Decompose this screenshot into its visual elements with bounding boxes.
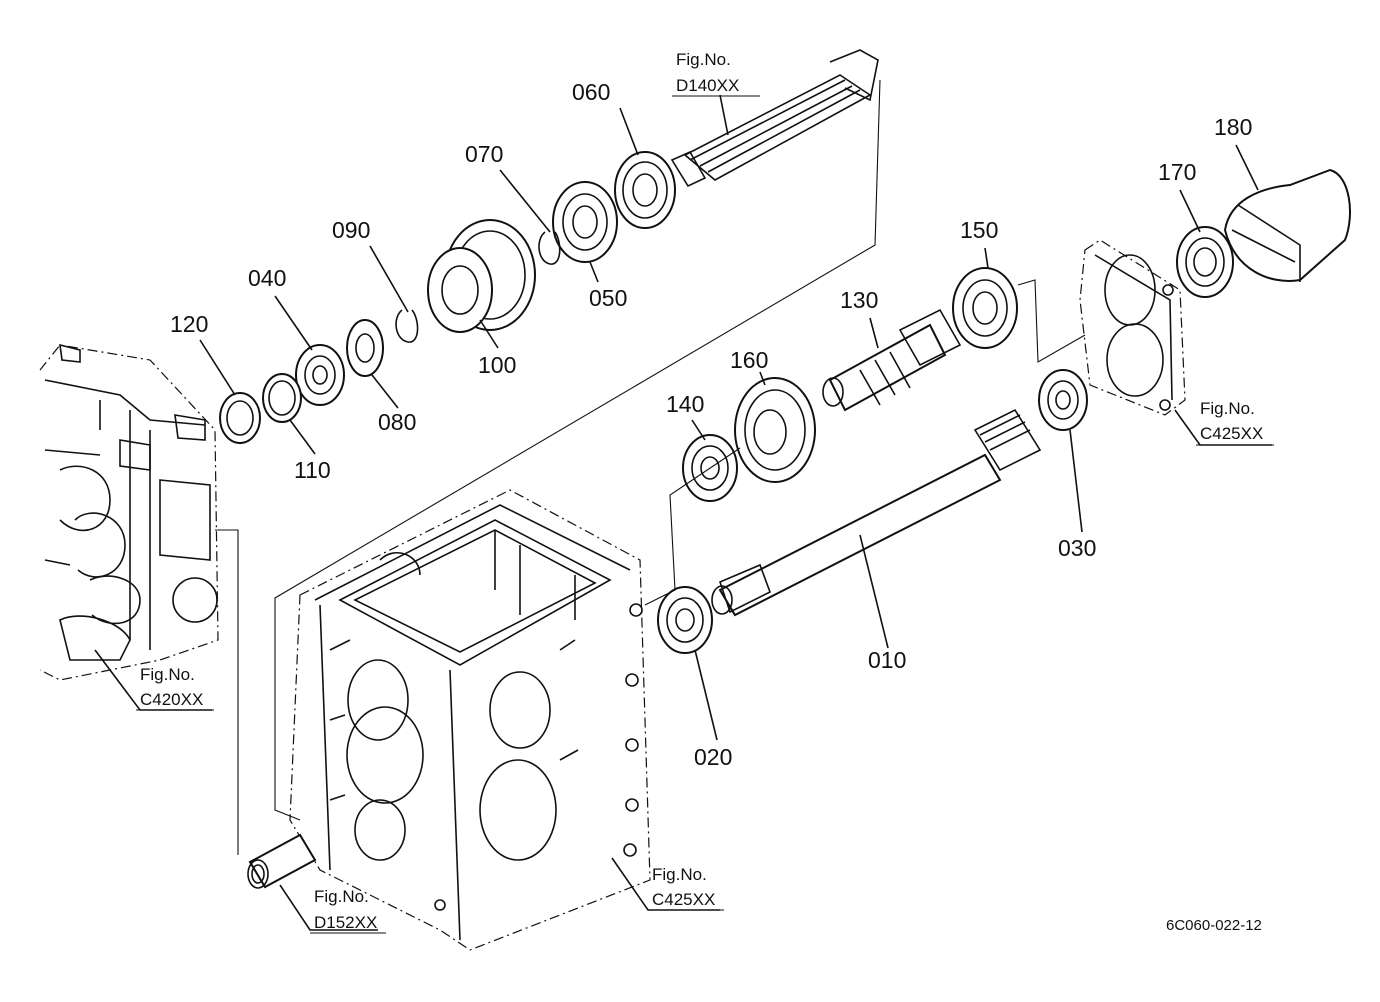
bearing-060	[614, 151, 676, 229]
label-060: 060	[572, 79, 610, 105]
fig-prefix: Fig.No.	[652, 865, 707, 884]
hub-080	[346, 319, 384, 377]
shaft-130	[822, 308, 962, 412]
fig-code: C420XX	[140, 690, 203, 709]
input-shaft-d140	[670, 49, 879, 188]
fig-prefix: Fig.No.	[1200, 399, 1255, 418]
left-transmission-housing	[39, 343, 219, 681]
label-130: 130	[840, 287, 878, 313]
figure-reference-d140: Fig.No. D140XX	[672, 50, 760, 97]
figure-reference-c420: Fig.No. C420XX	[136, 665, 214, 711]
ring-120	[219, 392, 261, 444]
fig-code: C425XX	[1200, 424, 1263, 443]
bearing-040	[295, 344, 345, 406]
assembly-guide-lines	[215, 79, 1086, 855]
fig-code: C425XX	[652, 890, 715, 909]
bearing-030	[1038, 369, 1088, 431]
label-040: 040	[248, 265, 286, 291]
fig-code: D152XX	[314, 913, 377, 932]
bearing-050	[552, 181, 618, 263]
label-050: 050	[589, 285, 627, 311]
figure-reference-d152: Fig.No. D152XX	[310, 887, 386, 934]
fig-prefix: Fig.No.	[314, 887, 369, 906]
figure-reference-c425-right: Fig.No. C425XX	[1196, 399, 1274, 446]
fig-prefix: Fig.No.	[676, 50, 731, 69]
seal-170	[1176, 226, 1234, 298]
label-140: 140	[666, 391, 704, 417]
leader-lines	[94, 94, 1272, 931]
label-170: 170	[1158, 159, 1196, 185]
label-090: 090	[332, 217, 370, 243]
label-070: 070	[465, 141, 503, 167]
label-180: 180	[1214, 114, 1252, 140]
label-160: 160	[730, 347, 768, 373]
label-110: 110	[294, 457, 331, 483]
snap-ring-090	[395, 309, 419, 343]
housing-bolt-holes	[434, 603, 643, 911]
main-gear-housing	[289, 489, 651, 951]
label-030: 030	[1058, 535, 1096, 561]
label-120: 120	[170, 311, 208, 337]
drawing-code: 6C060-022-12	[1166, 917, 1262, 934]
rear-cover-plate	[1079, 239, 1186, 416]
fig-prefix: Fig.No.	[140, 665, 195, 684]
part-labels: 010 020 030 040 050 060 070 080 090 100 …	[170, 79, 1252, 770]
gear-160	[734, 377, 816, 483]
label-020: 020	[694, 744, 732, 770]
label-100: 100	[478, 352, 516, 378]
label-080: 080	[378, 409, 416, 435]
gear-100	[427, 219, 536, 333]
fig-code: D140XX	[676, 76, 739, 95]
cover-180	[1223, 168, 1351, 282]
bearing-020	[657, 586, 713, 654]
label-150: 150	[960, 217, 998, 243]
figure-reference-c425-bottom: Fig.No. C425XX	[648, 865, 724, 911]
snap-ring-070	[538, 231, 561, 265]
bearing-150	[952, 267, 1018, 349]
ring-110	[262, 373, 302, 423]
collar-d152	[247, 833, 317, 889]
label-010: 010	[868, 647, 906, 673]
